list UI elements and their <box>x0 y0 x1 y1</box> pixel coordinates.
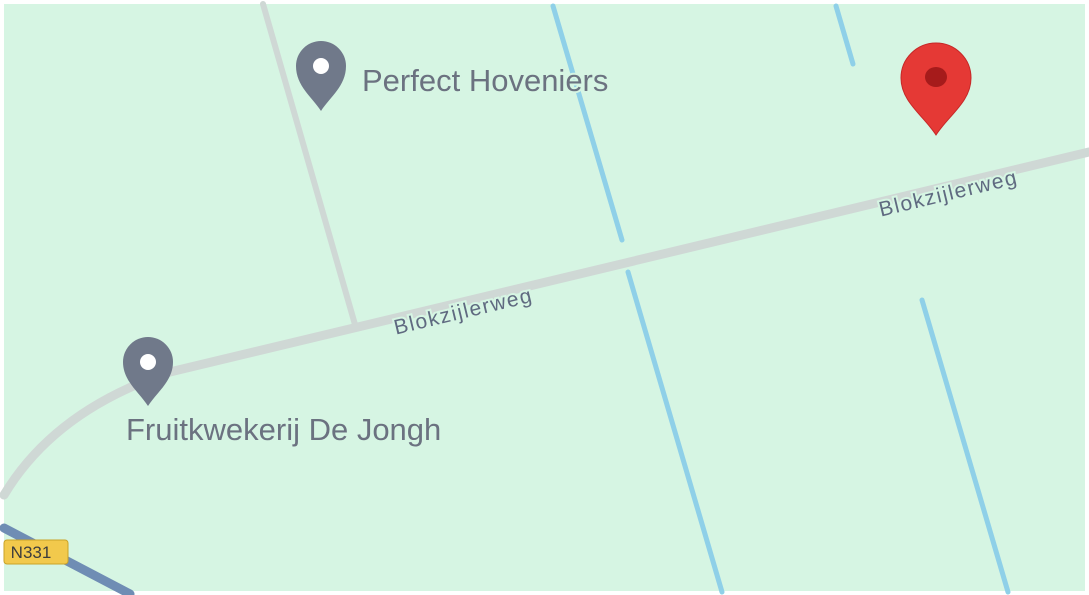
shield-label: N331 <box>11 543 52 562</box>
poi-label[interactable]: Fruitkwekerij De Jongh <box>124 410 443 449</box>
selected-location-marker[interactable] <box>900 42 972 136</box>
red-map-pin-icon[interactable] <box>900 42 972 136</box>
poi-perfect-hoveniers[interactable]: Perfect Hoveniers <box>296 41 610 111</box>
pin-dot <box>140 354 156 370</box>
canal <box>919 297 1011 595</box>
marker-center <box>925 67 947 87</box>
poi-fruitkwekerij-de-jongh[interactable]: Fruitkwekerij De Jongh <box>123 337 443 449</box>
route-shield-n331[interactable]: N331 <box>3 539 69 565</box>
poi-label[interactable]: Perfect Hoveniers <box>360 61 610 100</box>
shield-background <box>3 539 69 565</box>
canal <box>625 269 725 595</box>
canal <box>833 3 856 67</box>
map-pin-icon[interactable] <box>296 41 346 111</box>
canal <box>550 3 625 243</box>
side-road[interactable] <box>260 1 359 331</box>
map-pin-icon[interactable] <box>123 337 173 406</box>
pin-dot <box>313 58 329 74</box>
land-area <box>4 4 1085 591</box>
